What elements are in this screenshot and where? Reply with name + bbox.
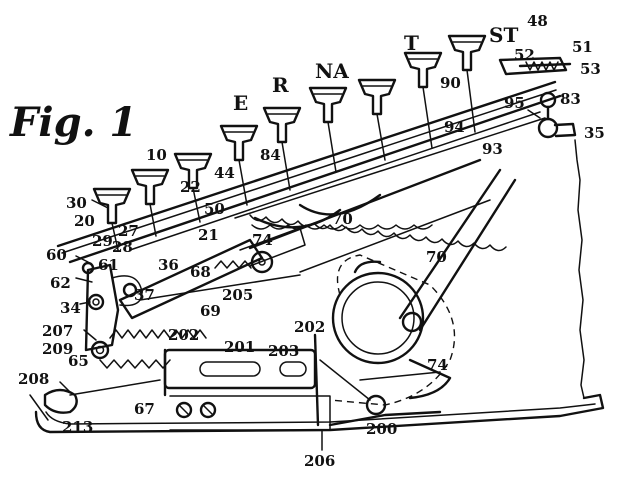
part-number: 20 (74, 212, 95, 230)
part-number: 206 (304, 452, 335, 470)
part-number: 70 (332, 210, 353, 228)
slant-link (248, 158, 491, 273)
part-number: 50 (204, 200, 225, 218)
part-number: 65 (68, 352, 89, 370)
key-cap (219, 124, 259, 162)
bottom-left-lever (43, 379, 161, 414)
key-cap (308, 86, 348, 124)
part-number: 44 (214, 164, 235, 182)
part-number: 34 (60, 299, 81, 317)
part-number: 35 (584, 124, 605, 142)
part-number-70-lower: 70 (426, 248, 447, 266)
part-number: 22 (180, 178, 201, 196)
part-number: 69 (200, 302, 221, 320)
part-number: 36 (158, 256, 179, 274)
part-number: 21 (198, 226, 219, 244)
part-numerals: 10 20 21 22 27 28 29 30 34 35 36 37 44 4… (18, 12, 605, 470)
key-row (92, 34, 487, 225)
part-number-202-right: 202 (294, 318, 325, 336)
part-number: 208 (18, 370, 49, 388)
part-number: 29 (92, 232, 113, 250)
upper-right-linkage (498, 56, 577, 139)
part-number: 68 (190, 263, 211, 281)
part-number: 83 (560, 90, 581, 108)
part-number: 27 (118, 222, 139, 240)
key-label-na: NA (315, 59, 349, 83)
key-label-r: R (272, 73, 289, 97)
part-number: 93 (482, 140, 503, 158)
part-number: 94 (444, 118, 465, 136)
part-number: 200 (366, 420, 397, 438)
part-number: 74 (252, 231, 273, 249)
key-cap (447, 34, 487, 72)
part-number: 207 (42, 322, 73, 340)
part-number: 60 (46, 246, 67, 264)
part-number: 95 (504, 94, 525, 112)
cam-wheel (329, 168, 517, 406)
key-label-e: E (233, 91, 248, 115)
machine-casing (29, 139, 605, 434)
key-cap (92, 187, 132, 225)
left-link-bar (118, 227, 306, 320)
part-number: 61 (98, 256, 119, 274)
part-number: 10 (146, 146, 167, 164)
part-number: 202 (168, 326, 199, 344)
left-pivot-assembly (81, 261, 143, 360)
key-cap (357, 78, 397, 116)
key-stems (111, 69, 476, 251)
figure-title: Fig. 1 (9, 99, 137, 146)
part-number: 37 (134, 286, 155, 304)
lower-support (319, 359, 442, 427)
part-number-74-lower: 74 (427, 356, 448, 374)
part-number: 205 (222, 286, 253, 304)
part-number: 201 (224, 338, 255, 356)
part-number: 90 (440, 74, 461, 92)
part-number: 30 (66, 194, 87, 212)
part-number: 53 (580, 60, 601, 78)
part-number: 213 (62, 418, 93, 436)
part-number: 67 (134, 400, 155, 418)
key-label-t: T (404, 31, 419, 55)
part-number: 51 (572, 38, 593, 56)
part-number: 203 (268, 342, 299, 360)
part-number: 62 (50, 274, 71, 292)
key-cap (262, 106, 302, 144)
part-number: 48 (527, 12, 548, 30)
key-cap (130, 168, 170, 206)
key-cap (403, 51, 443, 89)
key-label-st: ST (489, 23, 518, 47)
key-cap (173, 152, 213, 190)
part-number: 209 (42, 340, 73, 358)
part-number: 28 (112, 238, 133, 256)
part-number: 52 (514, 46, 535, 64)
leader-lines (59, 109, 541, 451)
slide-plate (163, 333, 331, 431)
springs (99, 260, 252, 369)
part-number: 84 (260, 146, 281, 164)
